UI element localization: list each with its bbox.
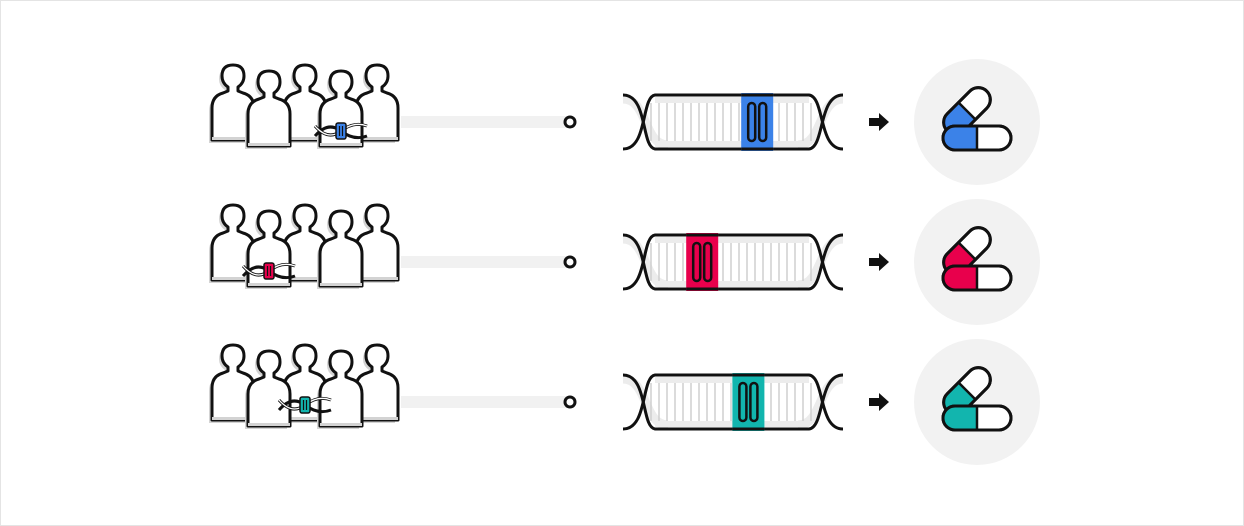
dna-helix-icon [623,373,843,431]
person-body [320,211,362,286]
medicine-circle [914,199,1040,325]
person-body [320,351,362,426]
arrow-shape [869,393,889,411]
connector-dot [565,257,575,267]
connector-dot [565,117,575,127]
capsule-pill-icon [914,339,1040,465]
dna-back-strand [623,379,668,425]
arrow-right-icon [869,393,889,411]
dna-variant-block [732,373,764,431]
dna-back-strand [798,99,843,145]
people-group-icon [201,345,411,466]
variant-marker [336,123,346,139]
person-icon [245,71,290,149]
dna-back-strand [798,239,843,285]
arrow-shape [869,113,889,131]
dna-helix-icon [623,233,843,291]
person-legs [320,283,362,286]
connector-line [401,396,569,408]
people-group-icon [201,65,411,186]
person-legs [248,143,290,146]
person-icon [317,211,362,289]
medicine-circle [914,59,1040,185]
people-group-icon [201,205,411,326]
connector-line [401,256,569,268]
dna-variant-block [686,233,718,291]
person-legs [248,423,290,426]
person-legs [320,143,362,146]
person-body [248,71,290,146]
dna-helix-icon [623,93,843,151]
person-legs [320,423,362,426]
arrow-shape [869,253,889,271]
arrow-right-icon [869,113,889,131]
dna-back-strand [798,379,843,425]
person-icon [317,351,362,429]
connector-line [401,116,569,128]
arrow-right-icon [869,253,889,271]
group-bottom-mask [201,314,411,326]
person-icon [245,351,290,429]
connector-dot [565,397,575,407]
medicine-circle [914,339,1040,465]
dna-back-strand [623,239,668,285]
variant-marker [300,397,310,413]
capsule-pill-icon [914,199,1040,325]
dna-back-strand [623,99,668,145]
person-body [248,351,290,426]
dna-variant-block [741,93,773,151]
group-bottom-mask [201,174,411,186]
person-legs [248,283,290,286]
capsule-pill-icon [914,59,1040,185]
group-bottom-mask [201,454,411,466]
variant-marker [264,263,274,279]
